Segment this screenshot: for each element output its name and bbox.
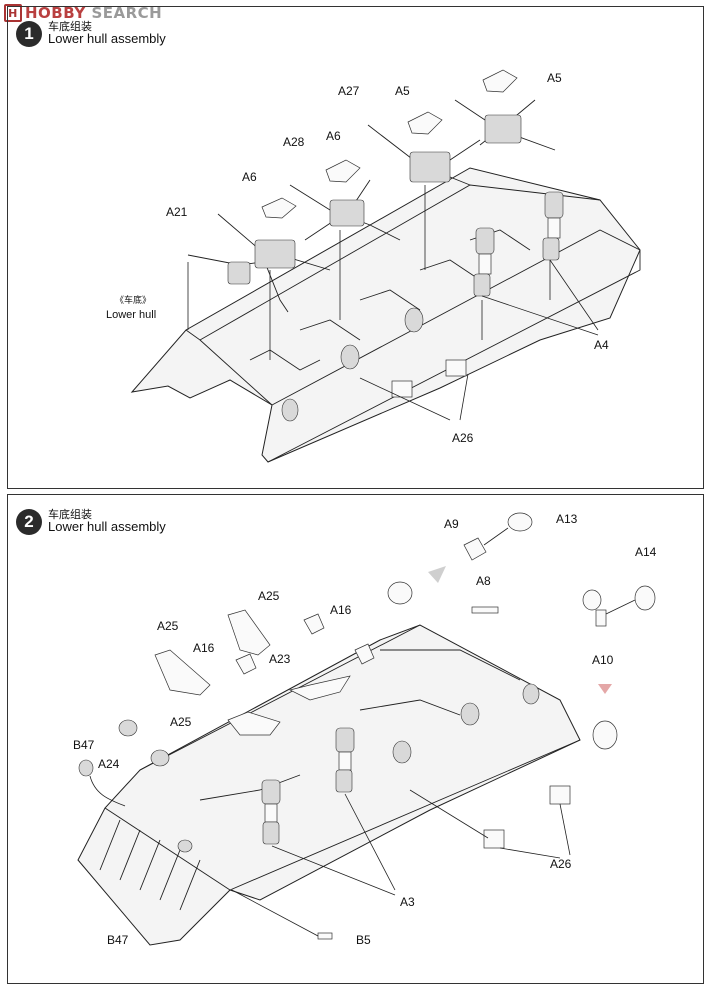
part-a24-1 [118,719,138,737]
arm-assembly-a28 [289,179,401,241]
label-a16-left: A16 [193,641,215,655]
label-a13: A13 [556,512,578,526]
label-a16-top: A16 [330,603,352,617]
part-a14 [634,585,656,611]
part-a9 [463,537,487,561]
shock-absorber-a3-1 [261,779,281,845]
part-a16-left [235,653,257,675]
step-2-title-cn: 车底组装 [48,508,92,521]
part-a13 [507,512,533,532]
watermark-logo: H HOBBY SEARCH [4,4,162,22]
label-a25-top: A25 [258,589,280,603]
part-a6-right [325,159,361,183]
label-a26: A26 [452,431,474,445]
part-a8 [471,606,499,614]
part-b47-top [78,759,94,777]
label-a4: A4 [594,338,609,352]
hobbysearch-logo-icon: H [4,4,22,22]
label-a14: A14 [635,545,657,559]
step-2-lower-hull-drawing: A9 A13 A14 A8 A10 A25 A16 A25 A16 A23 A2… [73,512,657,947]
hub-1 [340,344,360,370]
label-b5: B5 [356,933,371,947]
shock-absorber-a4-1 [542,191,564,261]
part-box-a26-3 [549,785,571,805]
arm-assembly-a5 [454,99,556,151]
part-a25-mid [227,711,281,736]
step-1-panel: 1 车底组装 Lower hull assembly [7,6,704,489]
part-a23 [288,675,351,701]
hub-2-1 [392,740,412,764]
part-a10-lower [592,720,618,750]
label-a9: A9 [444,517,459,531]
part-hub-top [387,581,413,605]
shock-absorber-a4-2 [473,227,495,297]
label-a8: A8 [476,574,491,588]
label-lower-hull-cn: 《车底》 [115,294,151,306]
shock-absorber-a3-2 [335,727,355,793]
label-a25-left: A25 [157,619,179,633]
step-2-panel: 2 车底组装 Lower hull assembly [7,494,704,984]
part-a5-top [482,69,518,93]
label-a5-top: A5 [547,71,562,85]
part-b5 [317,932,333,940]
part-a10-head [582,589,602,611]
part-a16-top [303,613,325,635]
direction-arrow-top [428,566,446,583]
label-a6-left: A6 [242,170,257,184]
arm-assembly-a21 [187,213,331,313]
hub-2-2 [460,702,480,726]
hub-3 [281,398,299,422]
lower-hull-body [130,167,641,463]
step-1-title-en: Lower hull assembly [48,31,166,46]
hub-2-3 [522,683,540,705]
arm-assembly-a27 [367,124,481,186]
part-a25-left [154,649,211,696]
label-a24: A24 [98,757,120,771]
part-b47-bottom [177,839,193,853]
part-a5-mid [407,111,443,135]
label-a23: A23 [269,652,291,666]
step-2-title-en: Lower hull assembly [48,519,166,534]
label-a27: A27 [338,84,360,98]
label-a10: A10 [592,653,614,667]
step-1-lower-hull-drawing: A5 A27 A5 A6 A28 A6 A21 A4 A26 《车底》 Lowe… [106,69,641,463]
label-a26: A26 [550,857,572,871]
part-a24-2 [150,749,170,767]
direction-arrow-right [598,684,612,694]
label-a25-mid: A25 [170,715,192,729]
label-a21: A21 [166,205,188,219]
step-2-badge: 2 [16,509,42,535]
hub-2 [404,307,424,333]
part-box-a26-4 [483,829,505,849]
lower-hull-body-2 [77,624,581,946]
part-a16-right [354,643,375,665]
part-box-a26-1 [391,380,413,398]
watermark-text: HOBBY SEARCH [25,4,163,22]
part-a6-left [261,197,297,219]
label-a5-mid: A5 [395,84,410,98]
step-1-title-cn: 车底组装 [48,20,92,33]
label-a3: A3 [400,895,415,909]
label-b47-top: B47 [73,738,95,752]
label-a6-right: A6 [326,129,341,143]
part-box-a26-2 [445,359,467,377]
part-a25-top [227,609,271,656]
label-lower-hull-en: Lower hull [106,309,156,321]
label-a28: A28 [283,135,305,149]
step-1-badge: 1 [16,21,42,47]
label-b47-bottom: B47 [107,933,129,947]
part-a10-body [595,609,607,627]
